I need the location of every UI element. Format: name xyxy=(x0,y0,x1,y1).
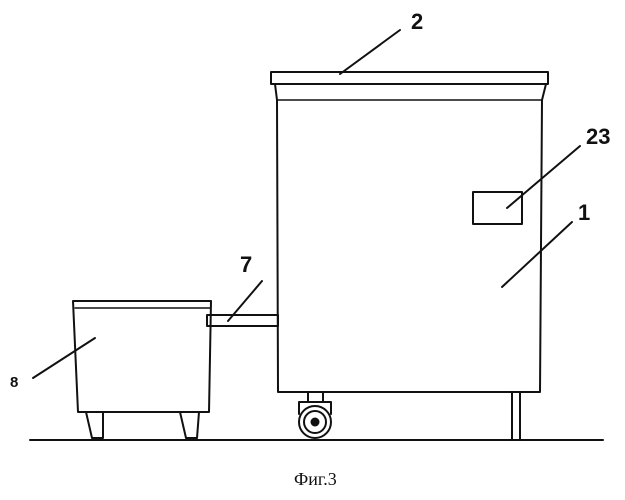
leader-line-2 xyxy=(340,30,400,74)
figure-caption: Фиг.3 xyxy=(294,469,337,489)
label-container: 8 xyxy=(10,374,18,391)
cabinet-panel xyxy=(473,192,522,224)
container-body xyxy=(73,301,211,412)
caster-wheel xyxy=(299,392,331,438)
label-panel: 23 xyxy=(586,124,610,149)
leader-line-1 xyxy=(502,222,572,287)
cabinet-lid xyxy=(271,72,548,84)
leader-line-23 xyxy=(507,146,580,208)
cabinet-leg-right xyxy=(512,392,520,440)
label-cabinet: 1 xyxy=(578,200,590,225)
label-lid: 2 xyxy=(411,9,423,34)
label-pipe: 7 xyxy=(240,252,252,277)
container-legs xyxy=(86,412,199,438)
cabinet-body xyxy=(275,84,546,392)
connecting-pipe xyxy=(207,315,278,326)
leader-line-8 xyxy=(33,338,95,378)
